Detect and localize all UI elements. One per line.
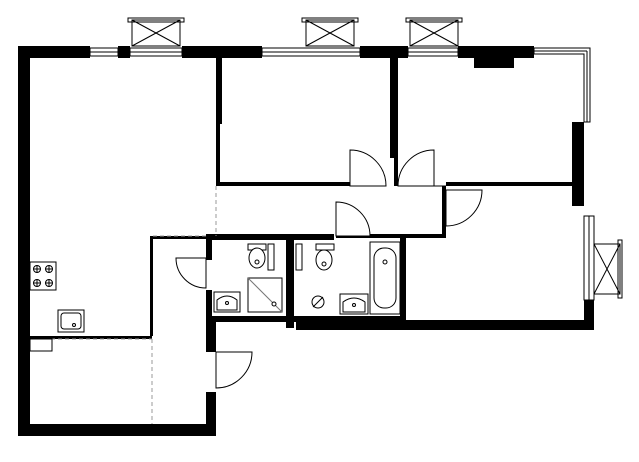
toilet-icon	[295, 243, 335, 271]
floor-drain-icon	[311, 295, 325, 309]
kitchen-sink-icon	[57, 309, 85, 333]
ac-unit-2	[301, 17, 359, 47]
external-units	[127, 17, 623, 299]
wall-kitchen-counter	[30, 336, 152, 339]
toilet-tank	[267, 243, 275, 271]
wall-top-middle-2	[360, 46, 408, 58]
wall-top-right	[458, 46, 534, 58]
wall-left	[18, 46, 30, 436]
stove-icon	[29, 261, 57, 291]
doors	[175, 149, 483, 389]
wall-bath-top	[206, 234, 334, 240]
wall-right-upper	[572, 122, 584, 206]
wall-hallway-right	[442, 186, 446, 238]
wall-top-left	[18, 46, 90, 58]
wall-bath-left	[206, 240, 212, 260]
wall-hallway-bottom	[336, 234, 446, 238]
exterior-walls	[18, 46, 594, 436]
window-corner	[533, 47, 591, 123]
wall-right-lower	[584, 300, 594, 330]
door-bedroom2	[397, 149, 446, 187]
ac-unit-4	[593, 239, 623, 299]
ac-unit-3	[405, 17, 463, 47]
zone-lines	[30, 186, 217, 424]
ac-unit-1	[127, 17, 185, 47]
door-entrance	[215, 351, 253, 389]
wall-living-bedroom1	[216, 58, 222, 124]
kitchen-cabinet	[29, 338, 53, 352]
wall-entrance-lower	[206, 392, 216, 436]
wall-bedroom1-bottom	[216, 182, 350, 186]
interior-walls	[30, 58, 572, 339]
wall-entrance-upper	[206, 318, 216, 352]
wall-bottom-left	[18, 424, 216, 436]
bathroom1-fixtures	[213, 243, 283, 313]
misc	[400, 238, 404, 244]
wall-hall-top	[150, 236, 206, 239]
wall-bath2-bottom	[294, 316, 406, 322]
washbasin-icon	[213, 291, 241, 313]
wall-bath2-right	[400, 238, 406, 322]
wall-bottom-right	[296, 320, 586, 330]
wall-bath-bottom	[206, 316, 300, 322]
door-bathroom1	[175, 257, 207, 289]
wall-bedroom1-bedroom2-lower	[394, 158, 398, 186]
windows-top	[89, 47, 595, 301]
wall-bedroom1-bedroom2	[390, 58, 398, 158]
door-bedroom3	[445, 189, 483, 227]
wall-top-pier-1	[118, 46, 130, 58]
toilet-icon	[247, 243, 267, 269]
door-bedroom1	[349, 149, 387, 187]
wall-bath-left-lower	[206, 290, 212, 320]
door-hall-left	[335, 201, 371, 237]
bathroom2-fixtures	[295, 241, 401, 315]
wall-top-middle-1	[182, 46, 262, 58]
wall-bedroom2-bottom	[446, 182, 572, 186]
bathtub-icon	[369, 241, 401, 315]
kitchen-fixtures	[29, 261, 85, 352]
wall-bath-separator	[286, 240, 294, 328]
washbasin-icon	[339, 293, 369, 315]
radiator	[474, 58, 514, 68]
shower-icon	[247, 277, 283, 313]
wall-living-bedroom1-lower	[216, 124, 220, 186]
wall-living-hall	[150, 236, 153, 336]
wall-stub	[400, 238, 404, 244]
